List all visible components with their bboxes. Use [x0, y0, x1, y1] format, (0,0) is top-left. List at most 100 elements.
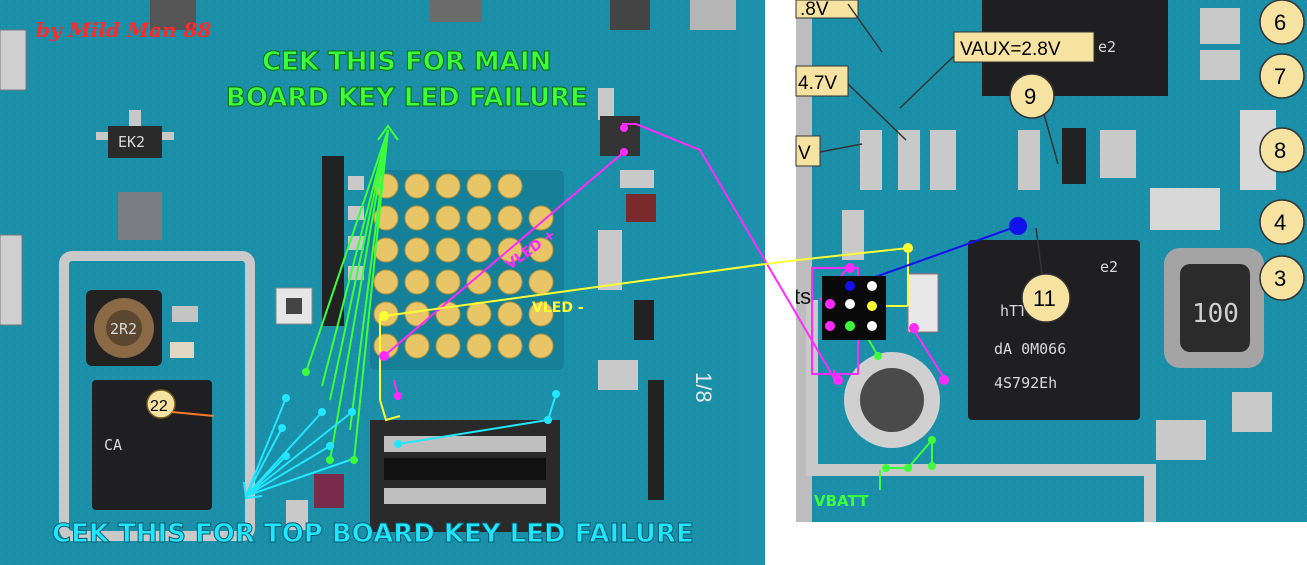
svg-text:8: 8 [1274, 138, 1286, 163]
gold-pad [528, 237, 554, 263]
marker-4: 4 [1259, 199, 1305, 245]
inductor-100: 100 [1164, 248, 1264, 368]
right-board: e2 hTT SAW dA 0M066 4S792Eh e2 100 [794, 0, 1307, 565]
board-connector [370, 420, 560, 532]
callout-vaux: VAUX=2.8V [899, 31, 1095, 109]
capacitor [898, 130, 920, 190]
component [600, 116, 640, 156]
main-board-title-line1: CEK THIS FOR MAIN [262, 47, 551, 77]
capacitor [930, 130, 956, 190]
callout-text: V [798, 143, 811, 164]
svg-text:7: 7 [1274, 64, 1286, 89]
gold-pad [435, 205, 461, 231]
main-ic-marking-3: 4S792Eh [994, 374, 1057, 392]
gold-pad [404, 205, 430, 231]
test-points-right [822, 217, 1027, 472]
svg-text:11: 11 [1033, 286, 1056, 311]
gold-pad [373, 269, 399, 295]
marker-8: 8 [1259, 127, 1305, 173]
gold-pad [435, 237, 461, 263]
component [314, 474, 344, 508]
top-ic-marking: e2 [1098, 38, 1116, 56]
capacitor [1156, 420, 1206, 460]
round-component-core [860, 368, 924, 432]
marker-22-label: 22 [150, 398, 168, 415]
callout-text: 4.7V [798, 73, 837, 94]
main-board-title-line2: BOARD KEY LED FAILURE [226, 83, 588, 113]
component-column [322, 156, 364, 326]
marker-7: 7 [1259, 53, 1305, 99]
capacitor [1150, 188, 1220, 230]
svg-text:9: 9 [1024, 84, 1036, 109]
inductor-2r2-label: 2R2 [110, 320, 137, 338]
marker-9: 9 [1009, 73, 1059, 165]
main-ic-marking-0: e2 [1100, 258, 1118, 276]
component [690, 0, 736, 30]
board-marking-1-8: 1/8 [691, 372, 716, 403]
capacitor [1200, 8, 1240, 44]
gold-pad [466, 205, 492, 231]
chip-marking: CA [104, 436, 122, 454]
marker-3: 3 [1259, 255, 1305, 301]
capacitor [842, 210, 864, 260]
gold-pad [497, 333, 523, 359]
ts-label: ts [794, 284, 811, 309]
author-credit: by Mild Man 88 [36, 18, 211, 42]
component [150, 0, 196, 30]
transistor-ek2: EK2 [96, 110, 174, 158]
test-points-left [278, 124, 628, 464]
inductor-marking: 100 [1192, 299, 1239, 329]
component [286, 500, 308, 530]
capacitor [1062, 128, 1086, 184]
gold-pad [466, 237, 492, 263]
svg-text:3: 3 [1274, 266, 1286, 291]
gold-pad [404, 173, 430, 199]
gold-pad [528, 301, 554, 327]
svg-text:6: 6 [1274, 10, 1286, 35]
component [626, 194, 656, 222]
gold-pad [435, 269, 461, 295]
shield-frame-right [806, 300, 1156, 522]
blank-area [796, 522, 1307, 565]
gold-pad [404, 301, 430, 327]
component [598, 88, 614, 120]
voltage-callouts: .8V VAUX=2.8V 4.7V V [795, 0, 1095, 167]
gold-pad [497, 205, 523, 231]
component [620, 170, 654, 188]
gold-pad [528, 205, 554, 231]
component [610, 0, 650, 30]
gold-pad [466, 333, 492, 359]
callout-4-7v: 4.7V [795, 65, 907, 141]
pad-matrix [370, 170, 564, 370]
component [286, 298, 302, 314]
callout-v: V [795, 135, 863, 167]
capacitor [907, 273, 939, 333]
component [634, 300, 654, 340]
component [598, 230, 622, 290]
board-edge [740, 0, 765, 565]
capacitor [860, 130, 882, 190]
component [648, 380, 664, 500]
gold-pad [497, 301, 523, 327]
gold-pad [466, 301, 492, 327]
component [118, 192, 162, 240]
gold-pad [404, 269, 430, 295]
vled-minus-label: VLED - [532, 300, 584, 316]
marker-11: 11 [1021, 227, 1071, 323]
ek2-label: EK2 [118, 133, 145, 151]
svg-text:4: 4 [1274, 210, 1286, 235]
gold-pad [528, 269, 554, 295]
callout-text: .8V [800, 0, 829, 20]
capacitor [1100, 130, 1136, 178]
callout-0-8v: .8V [795, 0, 883, 53]
capacitor [1232, 392, 1272, 432]
marker-22: 22 [146, 389, 215, 419]
component [430, 0, 482, 22]
top-board-title: CEK THIS FOR TOP BOARD KEY LED FAILURE [52, 519, 694, 549]
annotation-lines [243, 123, 1019, 500]
component [598, 360, 638, 390]
edge-connector [0, 234, 23, 326]
marker-6: 6 [1259, 0, 1305, 45]
gold-pad [466, 173, 492, 199]
